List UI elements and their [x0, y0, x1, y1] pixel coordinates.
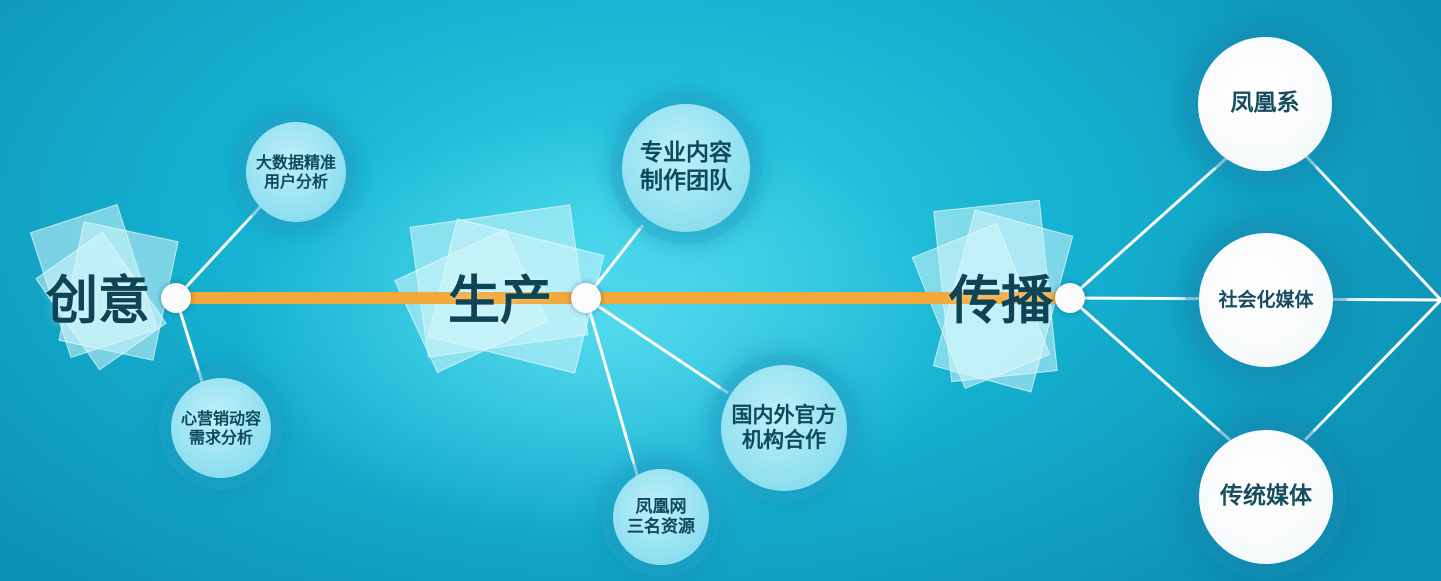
- bubble-phoenix-group: 凤凰系: [1198, 37, 1332, 171]
- bubble-traditional-media: 传统媒体: [1199, 430, 1333, 564]
- link-phoenix-right: [1303, 153, 1441, 302]
- link-intl-partners: [585, 296, 729, 395]
- bubble-ifeng-resources: 凤凰网 三名资源: [613, 469, 709, 565]
- bubble-intl-partners: 国内外官方 机构合作: [721, 365, 847, 491]
- bubble-social-media-text: 社会化媒体: [1218, 288, 1314, 311]
- bubble-social-media: 社会化媒体: [1199, 233, 1333, 367]
- link-traditional-right: [1303, 298, 1441, 442]
- stage-label-creative: 创意: [45, 271, 151, 332]
- stage-label-distribution: 传播: [948, 271, 1054, 332]
- bubble-intl-partners-text: 国内外官方 机构合作: [731, 402, 837, 452]
- creative-node: [161, 283, 191, 313]
- bubble-phoenix-group-text: 凤凰系: [1230, 90, 1300, 117]
- bubble-big-data: 大数据精准 用户分析: [246, 122, 346, 222]
- link-ifeng-resources: [584, 297, 640, 479]
- link-traditional-media: [1069, 296, 1231, 442]
- link-phoenix-group: [1069, 153, 1231, 300]
- link-marketing-needs: [174, 297, 205, 386]
- bubble-big-data-text: 大数据精准 用户分析: [255, 152, 336, 191]
- bubble-ifeng-resources-text: 凤凰网 三名资源: [627, 496, 695, 537]
- distribution-node: [1055, 283, 1085, 313]
- bubble-pro-team: 专业内容 制作团队: [622, 104, 750, 232]
- production-node: [571, 283, 601, 313]
- bubble-pro-team-text: 专业内容 制作团队: [640, 140, 732, 194]
- bubble-traditional-media-text: 传统媒体: [1220, 483, 1312, 510]
- bubble-marketing-needs-text: 心营销动容 需求分析: [180, 408, 261, 447]
- link-big-data: [174, 203, 264, 300]
- stage-label-production: 生产: [447, 271, 553, 332]
- bubble-marketing-needs: 心营销动容 需求分析: [171, 378, 271, 478]
